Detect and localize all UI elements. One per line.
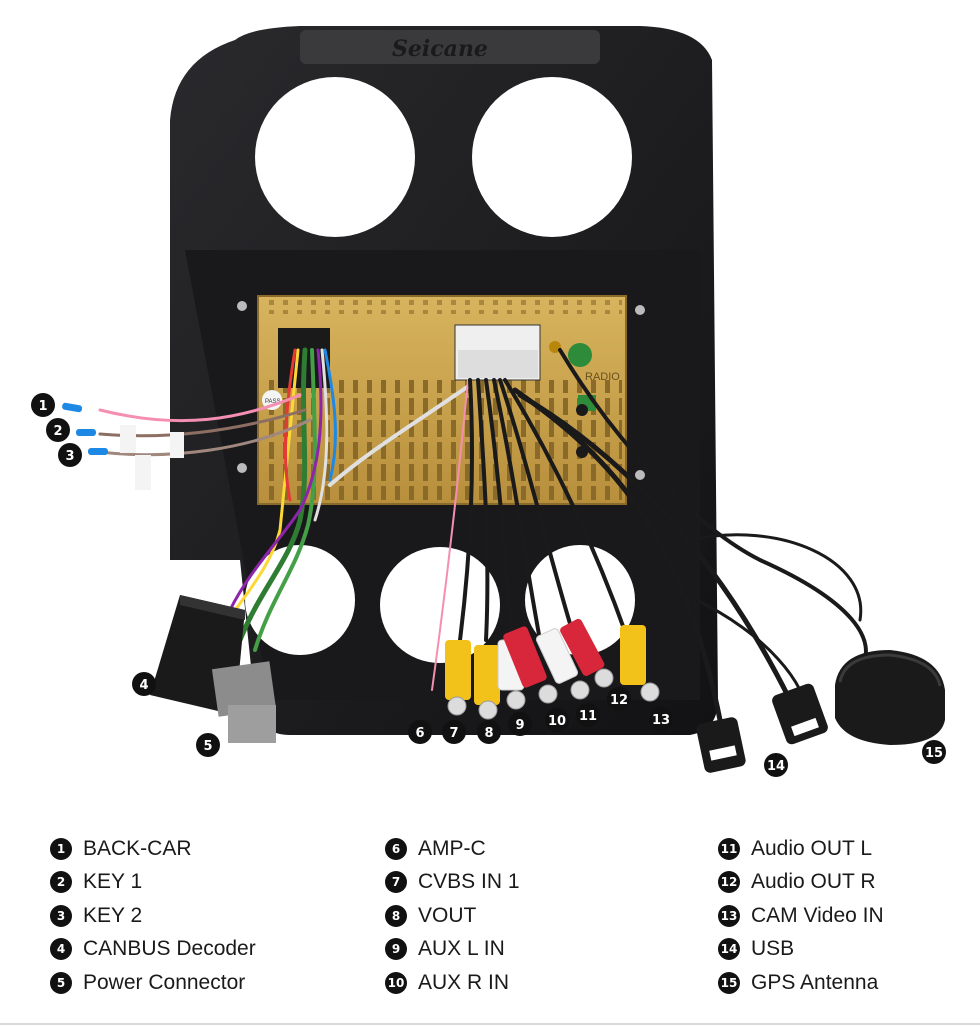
usb-connectors [696,683,828,773]
legend-badge: 8 [385,904,407,927]
legend-badge: 11 [718,837,740,860]
head-unit-chassis: RADIO PASS [237,295,645,505]
legend-item: 1 BACK-CAR [50,832,256,866]
legend-item: 7 CVBS IN 1 [385,866,520,900]
svg-text:2: 2 [53,424,62,439]
svg-text:11: 11 [579,709,597,724]
callout-badge-15: 15 [922,740,946,764]
legend-label: GPS Antenna [751,970,879,994]
bottom-divider [0,1023,980,1025]
vent-hole-right [472,77,632,237]
callout-badge-10: 10 [545,708,569,732]
legend-item: 8 VOUT [385,899,520,933]
svg-text:6: 6 [415,726,424,741]
legend-label: BACK-CAR [83,836,192,860]
svg-text:14: 14 [767,759,785,774]
legend-badge: 6 [385,837,407,860]
key-wire-terminals [62,402,184,490]
legend-column-3: 11 Audio OUT L 12 Audio OUT R 13 CAM Video … [718,832,884,1000]
power-plugs [211,661,277,743]
svg-text:1: 1 [38,399,47,414]
legend-label: Power Connector [83,970,246,994]
legend-column-2: 6 AMP-C 7 CVBS IN 1 8 VOUT 9 AUX L IN 10 AUX … [385,832,520,1000]
legend-item: 6 AMP-C [385,832,520,866]
legend-label: USB [751,937,795,961]
svg-text:3: 3 [65,449,74,464]
legend-badge: 13 [718,904,740,927]
legend-badge: 14 [718,938,740,961]
legend-badge: 1 [50,837,72,860]
svg-text:13: 13 [652,713,670,728]
callout-badge-3: 3 [58,443,82,467]
legend-badge: 9 [385,938,407,961]
gps-antenna-puck [835,650,945,745]
legend-label: CVBS IN 1 [418,870,520,894]
callout-badge-1: 1 [31,393,55,417]
legend-label: AUX L IN [418,937,505,961]
callout-badge-8: 8 [477,720,501,744]
vent-hole-left [255,77,415,237]
product-photo: Seicane RADIO PASS [31,26,946,777]
wire-harness [98,347,868,723]
legend-badge: 15 [718,971,740,994]
legend-item: 3 KEY 2 [50,899,256,933]
callout-badge-9: 9 [508,712,532,736]
svg-text:10: 10 [548,714,566,729]
rca-plugs [445,618,660,720]
legend-label: CAM Video IN [751,903,884,927]
lower-hole-1 [245,545,355,655]
legend-badge: 10 [385,971,407,994]
svg-text:7: 7 [449,726,458,741]
callout-badge-11: 11 [576,703,600,727]
legend-item: 2 KEY 1 [50,866,256,900]
legend-item: 12 Audio OUT R [718,866,884,900]
legend-badge: 7 [385,871,407,894]
legend-badge: 4 [50,938,72,961]
legend-item: 15 GPS Antenna [718,966,884,1000]
legend-label: KEY 1 [83,870,143,894]
brand-strip: Seicane [300,30,600,64]
legend-item: 14 USB [718,933,884,967]
svg-text:5: 5 [203,739,212,754]
legend-badge: 2 [50,871,72,894]
callout-badge-14: 14 [764,753,788,777]
legend-item: 13 CAM Video IN [718,899,884,933]
legend-label: VOUT [418,903,477,927]
legend-label: Audio OUT R [751,870,876,894]
legend-item: 11 Audio OUT L [718,832,884,866]
legend-label: AMP-C [418,836,486,860]
legend-badge: 3 [50,904,72,927]
legend-label: AUX R IN [418,970,510,994]
svg-text:8: 8 [484,726,493,741]
lower-hole-2 [380,547,500,663]
legend-item: 9 AUX L IN [385,933,520,967]
radio-label: RADIO [585,371,620,383]
callout-badge-12: 12 [607,687,631,711]
legend-item: 4 CANBUS Decoder [50,933,256,967]
photo-callouts: 1 2 3 4 5 6 7 8 9 10 11 12 13 14 15 [31,393,946,777]
callout-badge-4: 4 [132,672,156,696]
callout-badge-13: 13 [649,707,673,731]
callout-badge-2: 2 [46,418,70,442]
legend-label: Audio OUT L [751,836,873,860]
legend-label: CANBUS Decoder [83,937,256,961]
legend-item: 10 AUX R IN [385,966,520,1000]
svg-text:4: 4 [139,678,148,693]
legend-badge: 5 [50,971,72,994]
callout-badge-5: 5 [196,733,220,757]
brand-logo: Seicane [392,36,488,62]
pass-sticker: PASS [265,399,281,405]
svg-text:9: 9 [515,718,524,733]
callout-badge-7: 7 [442,720,466,744]
legend-badge: 12 [718,871,740,894]
svg-text:12: 12 [610,693,628,708]
callout-badge-6: 6 [408,720,432,744]
svg-text:15: 15 [925,746,943,761]
legend-label: KEY 2 [83,903,143,927]
legend-item: 5 Power Connector [50,966,256,1000]
lower-hole-3 [525,545,635,655]
